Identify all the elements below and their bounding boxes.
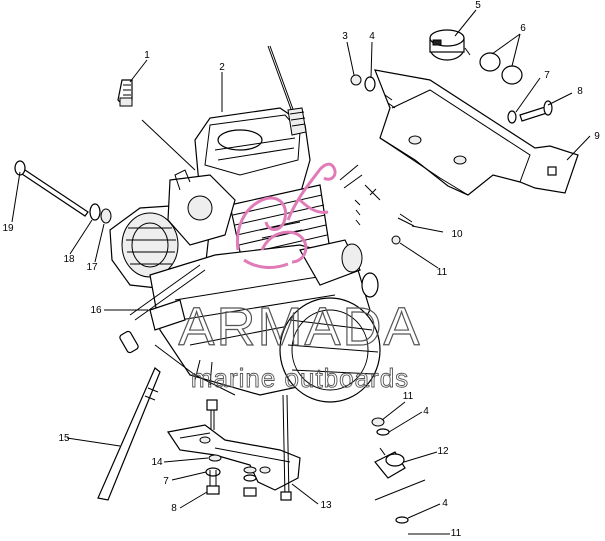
washer-4-mid [376,428,390,436]
callout-15: 15 [58,433,70,444]
grommet-6b [501,65,523,85]
washer-14 [208,454,222,462]
callout-8b: 8 [171,503,177,514]
stud-bolt-upper [206,399,218,430]
callout-4a: 4 [369,31,375,42]
washer-mid-a [243,466,257,474]
spark-plug [117,79,196,171]
callout-4b: 4 [423,406,429,417]
rubber-bushing [429,29,471,61]
grommet-6a [479,52,501,72]
callout-7a: 7 [544,70,550,81]
washer-18 [89,203,101,221]
watermark-brand: ARMADA [178,297,421,357]
spark-plug-wire [267,45,307,136]
callout-18: 18 [63,254,75,265]
callout-13: 13 [320,500,332,511]
long-bolt-19 [14,160,89,217]
callout-7b: 7 [163,476,169,487]
engine-assembly [109,107,381,403]
callout-6: 6 [520,23,526,34]
nut-11-b [371,417,385,427]
callout-4c: 4 [442,498,448,509]
callout-5: 5 [475,0,481,11]
washer-3 [350,74,362,86]
callout-11c: 11 [451,528,462,539]
callout-17: 17 [86,262,98,273]
washer-7-top [507,110,517,124]
bolt-mid [243,487,257,497]
brand-logo-mark [235,162,337,269]
washer-7-bottom [205,467,221,477]
callout-11a: 11 [437,267,448,278]
spring-pin-10 [397,217,415,227]
bolt-8-top [519,100,553,122]
damper-12 [374,447,406,479]
leader-lines [11,9,591,535]
callout-9: 9 [594,131,600,142]
callout-14: 14 [151,457,163,468]
callout-1: 1 [144,50,150,61]
lower-bracket-13 [166,394,301,501]
nut-11-a [391,235,401,245]
washer-4-top [364,76,376,92]
bolt-8-bottom [206,470,220,495]
washer-17 [100,208,112,224]
shift-rod-15 [97,367,161,501]
callout-16: 16 [90,305,102,316]
callout-19: 19 [2,223,14,234]
watermark-tagline: marine outboards [191,363,409,393]
callout-3: 3 [342,31,348,42]
callout-11b: 11 [403,391,414,402]
callout-10: 10 [451,229,463,240]
washer-4-bottom [395,516,409,524]
washer-mid-b [243,474,257,482]
callout-8a: 8 [577,86,583,97]
callout-12: 12 [437,446,449,457]
callout-2: 2 [219,62,225,73]
mounting-bracket [374,69,579,196]
